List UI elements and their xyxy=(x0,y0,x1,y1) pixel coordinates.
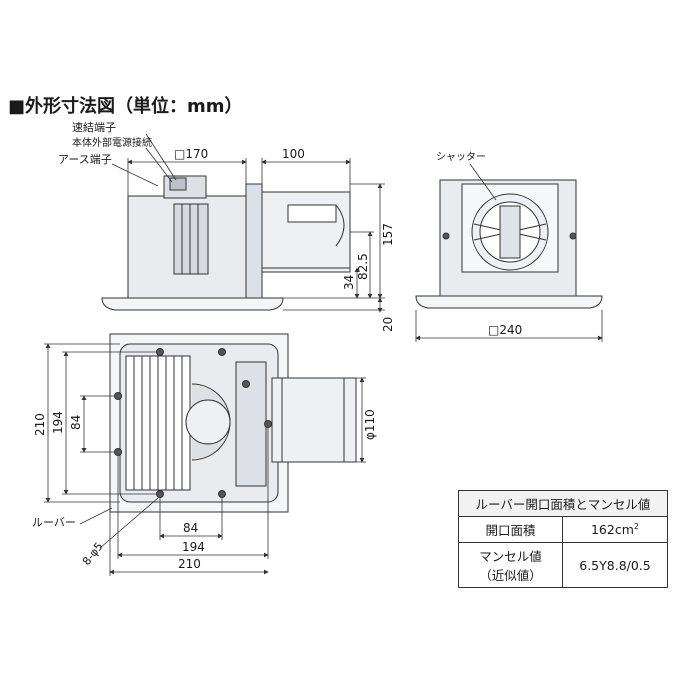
side-view xyxy=(101,175,351,311)
munsell-key: マンセル値 （近似値） xyxy=(458,542,563,588)
dim-157: 157 xyxy=(381,223,395,246)
page-title: ■外形寸法図（単位：mm） xyxy=(8,96,243,117)
drawing-labels: 速結端子 本体外部電源接続 アース端子 シャッター ルーバー 8-φ5 □170… xyxy=(32,120,522,571)
opening-area-number: 162cm xyxy=(590,522,634,538)
dim-82-5: 82.5 xyxy=(356,253,370,280)
dim-sq240: □240 xyxy=(488,323,522,337)
louver-slats xyxy=(133,356,183,490)
dim-210-vertical: 210 xyxy=(33,413,47,436)
louver-spec-table: ルーバー開口面積とマンセル値 開口面積 162cm2 マンセル値 （近似値） 6… xyxy=(458,490,668,588)
munsell-key-line1: マンセル値 xyxy=(479,549,542,564)
side-view-dimensions xyxy=(111,133,385,313)
table-heading: ルーバー開口面積とマンセル値 xyxy=(458,490,668,517)
munsell-value: 6.5Y8.8/0.5 xyxy=(562,542,668,588)
table-row: 開口面積 162cm2 xyxy=(458,516,668,543)
opening-area-value: 162cm2 xyxy=(562,516,668,543)
dim-84-horizontal: 84 xyxy=(183,521,198,535)
dim-84-vertical: 84 xyxy=(69,415,83,430)
opening-area-unit-superscript: 2 xyxy=(633,521,639,531)
label-shutter: シャッター xyxy=(436,151,486,163)
table-heading-row: ルーバー開口面積とマンセル値 xyxy=(458,490,668,517)
dim-194-horizontal: 194 xyxy=(182,540,205,554)
dim-194-vertical: 194 xyxy=(51,411,65,434)
label-connector: 速結端子 xyxy=(72,120,116,134)
munsell-key-line2: （近似値） xyxy=(479,568,542,583)
dim-phi110: φ110 xyxy=(363,409,377,440)
label-power: 本体外部電源接続 xyxy=(72,136,152,149)
dim-sq170: □170 xyxy=(174,147,208,161)
dim-210-horizontal: 210 xyxy=(178,557,201,571)
label-louver: ルーバー xyxy=(32,516,76,529)
dim-100: 100 xyxy=(282,147,305,161)
front-view xyxy=(415,179,603,309)
top-view-dimensions xyxy=(44,343,366,576)
label-holes: 8-φ5 xyxy=(80,540,106,568)
opening-area-key: 開口面積 xyxy=(458,516,563,543)
table-row: マンセル値 （近似値） 6.5Y8.8/0.5 xyxy=(458,542,668,588)
dim-20: 20 xyxy=(381,317,395,332)
label-earth: アース端子 xyxy=(58,153,112,166)
dim-34: 34 xyxy=(342,275,356,290)
top-view xyxy=(109,333,357,513)
front-view-dimensions xyxy=(415,163,603,342)
